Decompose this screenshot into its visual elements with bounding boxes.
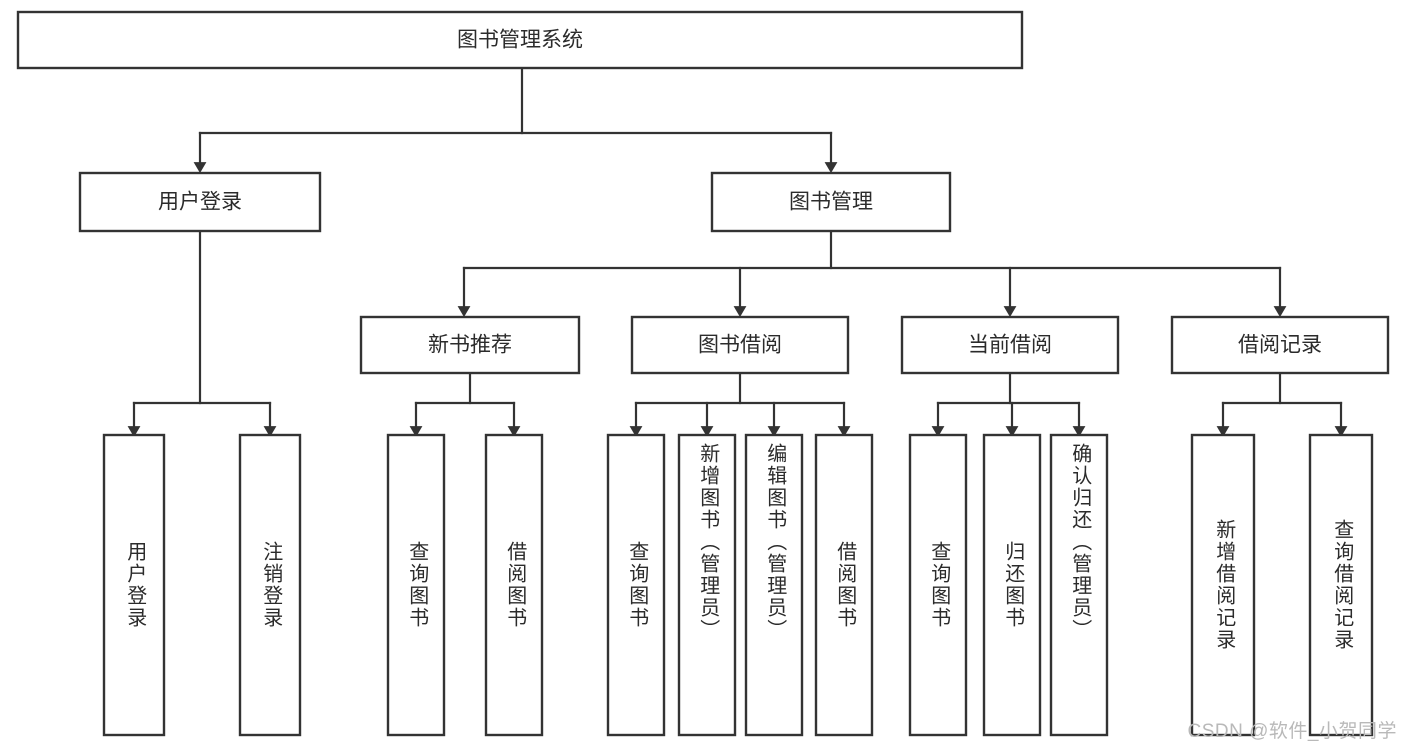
leaf-box-layer bbox=[102, 433, 1374, 737]
leaf-box-return-book[interactable] bbox=[982, 433, 1042, 737]
leaf-box-query-book-1[interactable] bbox=[386, 433, 446, 737]
node-current-borrow[interactable]: 当前借阅 bbox=[900, 315, 1120, 375]
node-new-book-recommend[interactable]: 新书推荐 bbox=[359, 315, 581, 375]
node-current-borrow-box[interactable] bbox=[900, 315, 1120, 375]
leaf-box-edit-book[interactable] bbox=[744, 433, 804, 737]
node-book-borrow[interactable]: 图书借阅 bbox=[630, 315, 850, 375]
node-root-label: 图书管理系统 bbox=[457, 29, 583, 52]
node-user-login-box[interactable] bbox=[78, 171, 322, 233]
node-root-box[interactable] bbox=[16, 10, 1024, 70]
node-new-book-recommend-box[interactable] bbox=[359, 315, 581, 375]
leaf-box-user-logout[interactable] bbox=[238, 433, 302, 737]
node-root[interactable]: 图书管理系统 bbox=[16, 10, 1024, 70]
leaf-box-user-login[interactable] bbox=[102, 433, 166, 737]
node-book-manage[interactable]: 图书管理 bbox=[710, 171, 952, 233]
leaf-box-borrow-book-2[interactable] bbox=[814, 433, 874, 737]
node-book-borrow-label: 图书借阅 bbox=[698, 334, 782, 357]
connector-layer bbox=[127, 66, 1348, 438]
watermark-text: CSDN @软件_小贺同学 bbox=[1187, 721, 1397, 742]
leaf-box-query-book-3[interactable] bbox=[908, 433, 968, 737]
node-borrow-record-box[interactable] bbox=[1170, 315, 1390, 375]
leaf-box-add-record[interactable] bbox=[1190, 433, 1256, 737]
node-borrow-record[interactable]: 借阅记录 bbox=[1170, 315, 1390, 375]
leaf-box-query-record[interactable] bbox=[1308, 433, 1374, 737]
leaf-box-borrow-book-1[interactable] bbox=[484, 433, 544, 737]
leaf-box-add-book[interactable] bbox=[677, 433, 737, 737]
node-borrow-record-label: 借阅记录 bbox=[1238, 334, 1322, 357]
node-user-login[interactable]: 用户登录 bbox=[78, 171, 322, 233]
node-user-login-label: 用户登录 bbox=[158, 191, 242, 214]
leaf-box-query-book-2[interactable] bbox=[606, 433, 666, 737]
node-new-book-recommend-label: 新书推荐 bbox=[428, 334, 512, 357]
leaf-box-confirm-return[interactable] bbox=[1049, 433, 1109, 737]
node-current-borrow-label: 当前借阅 bbox=[968, 334, 1052, 357]
node-book-borrow-box[interactable] bbox=[630, 315, 850, 375]
node-book-manage-label: 图书管理 bbox=[789, 191, 873, 214]
node-book-manage-box[interactable] bbox=[710, 171, 952, 233]
